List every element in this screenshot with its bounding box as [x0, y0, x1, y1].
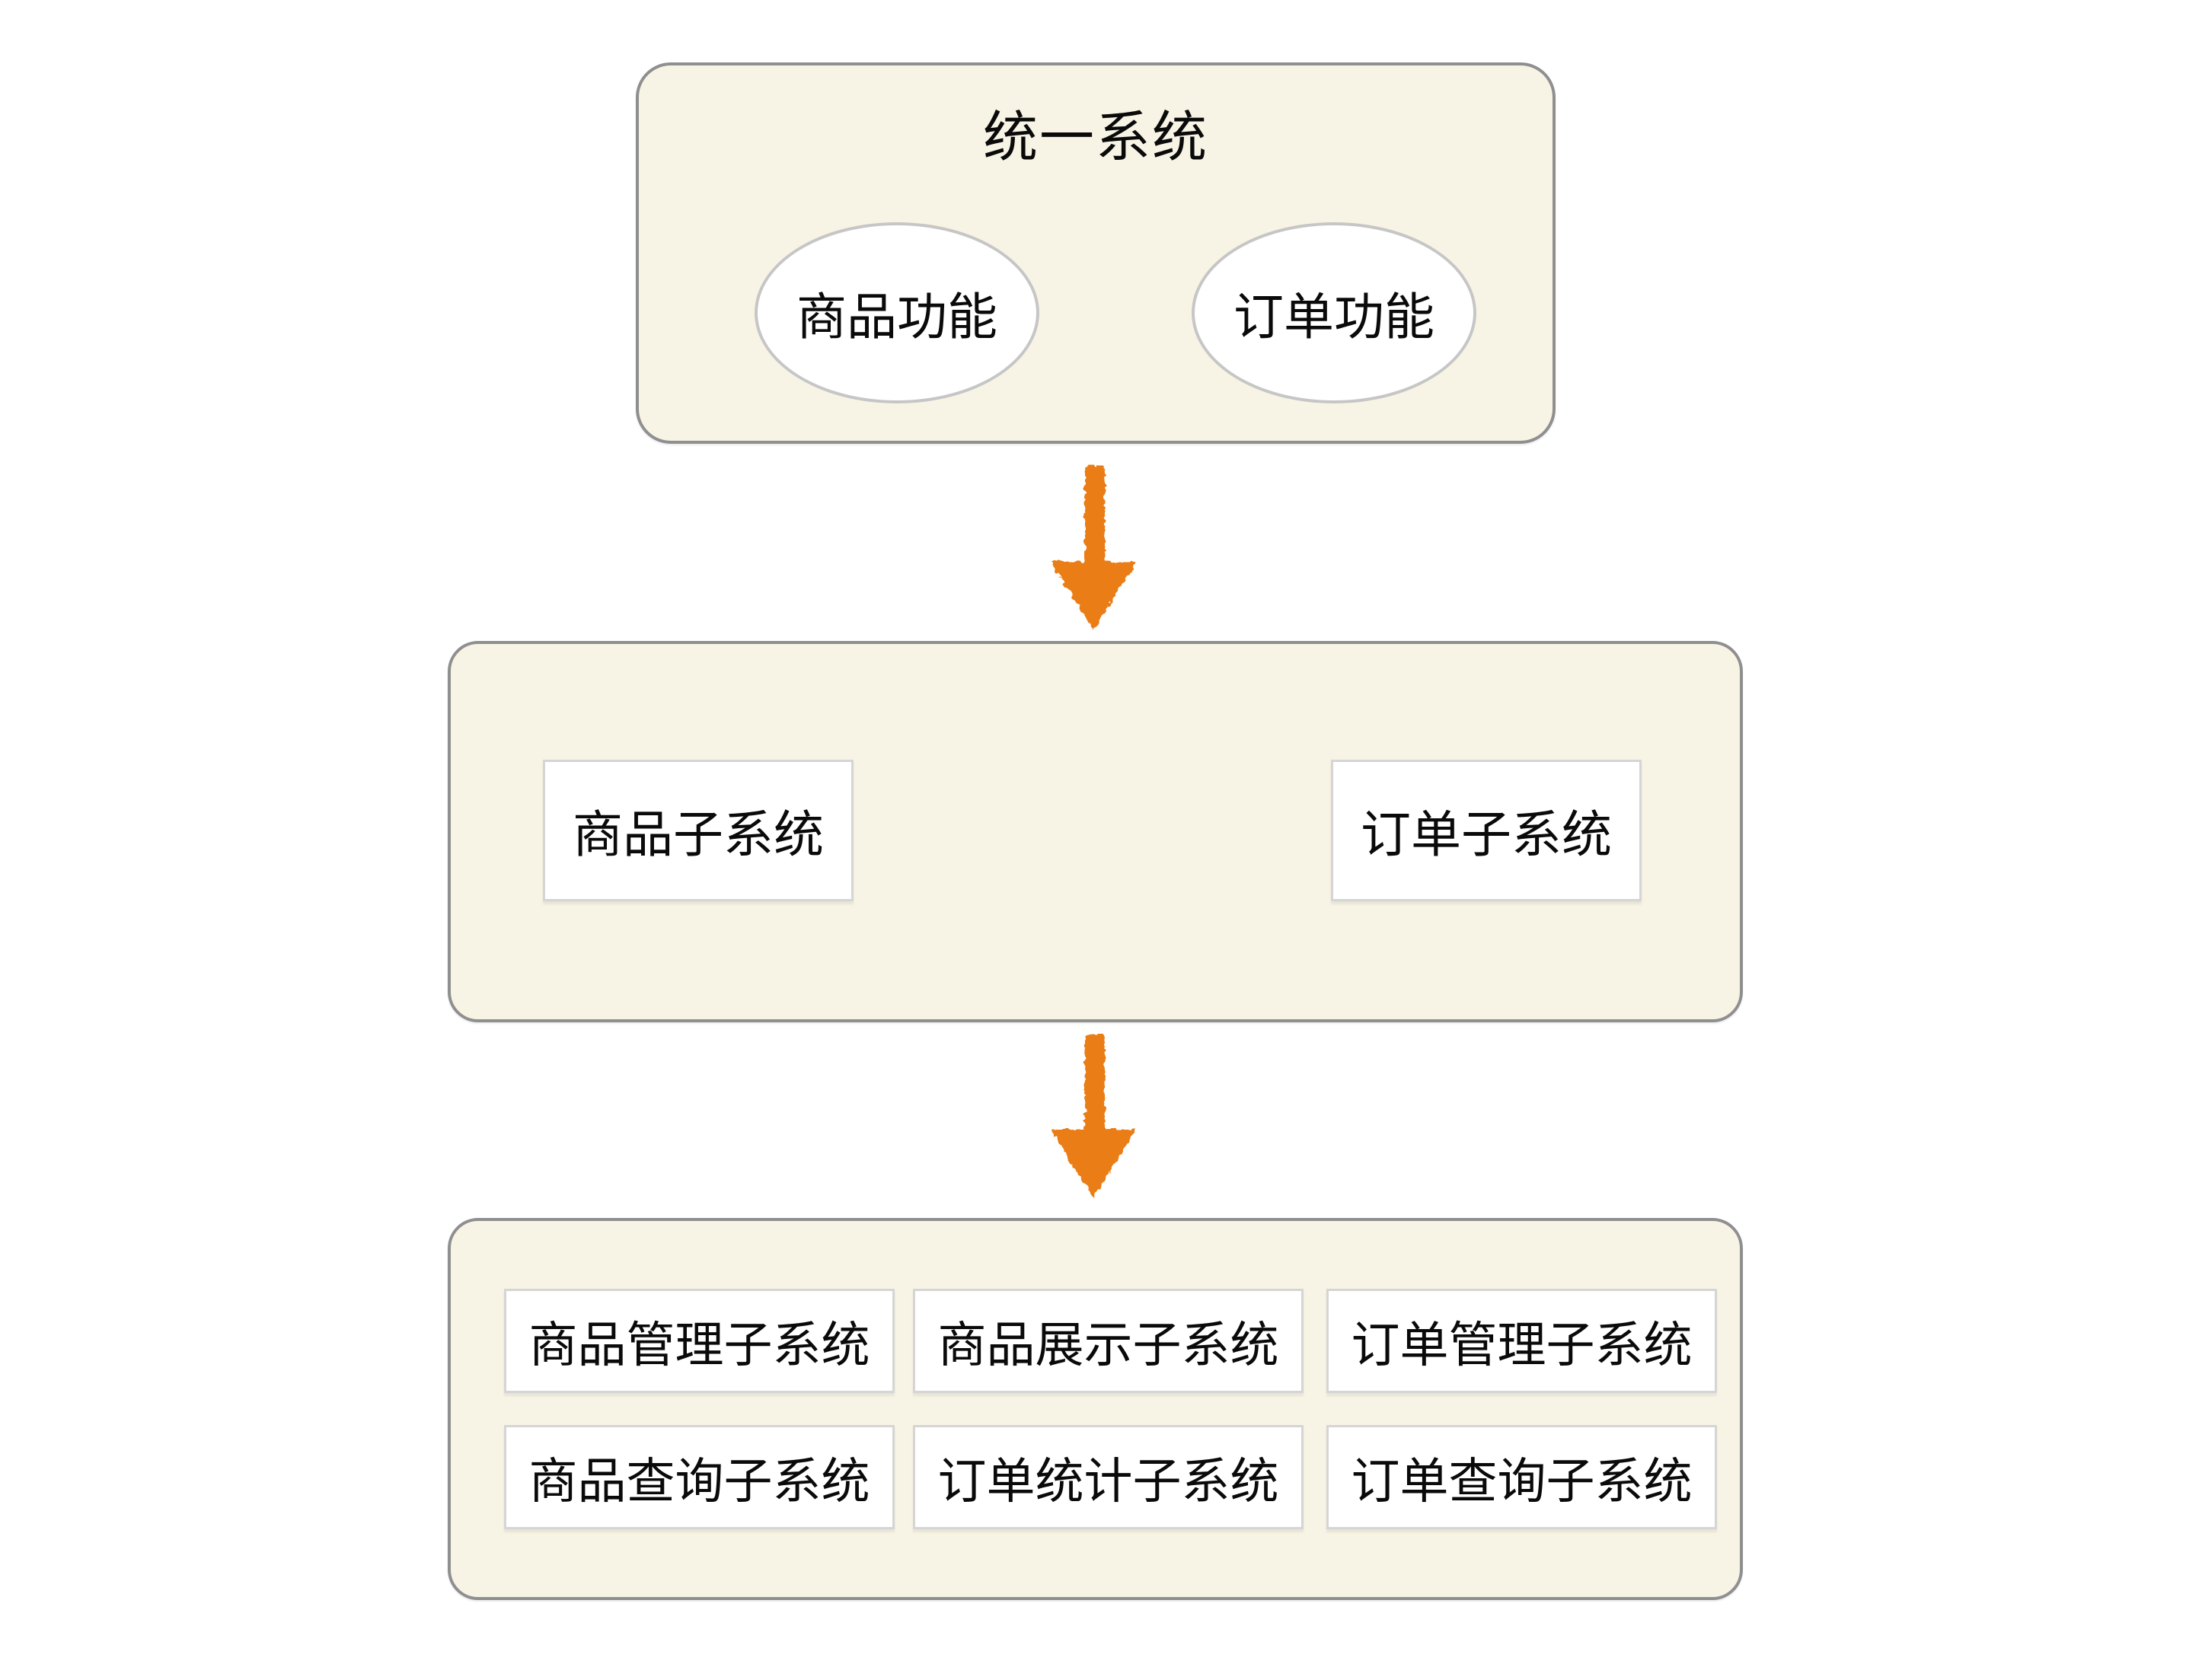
node-order-query-subsystem: 订单查询子系统: [1326, 1425, 1717, 1529]
subsystems-box: 商品子系统 订单子系统: [448, 641, 1743, 1022]
node-order-statistics-subsystem: 订单统计子系统: [913, 1425, 1304, 1529]
node-product-management-subsystem: 商品管理子系统: [504, 1289, 895, 1393]
node-product-query-subsystem: 商品查询子系统: [504, 1425, 895, 1529]
node-order-management-subsystem: 订单管理子系统: [1326, 1289, 1717, 1393]
node-product-subsystem-label: 商品子系统: [573, 806, 824, 862]
node-order-query-label: 订单查询子系统: [1351, 1453, 1693, 1509]
node-order-subsystem-label: 订单子系统: [1361, 806, 1612, 862]
node-order-management-label: 订单管理子系统: [1351, 1317, 1693, 1372]
node-product-management-label: 商品管理子系统: [528, 1317, 870, 1372]
flow-arrow-middle-to-bottom: [1048, 1031, 1139, 1201]
unified-system-box: 统一系统 商品功能 订单功能: [636, 62, 1556, 444]
node-product-function-label: 商品功能: [796, 289, 997, 345]
node-order-statistics-label: 订单统计子系统: [937, 1453, 1279, 1509]
flow-arrow-top-to-middle: [1048, 463, 1139, 633]
down-arrow-icon: [1051, 466, 1136, 630]
sub-subsystems-box: 商品管理子系统 商品展示子系统 订单管理子系统 商品查询子系统 订单统计子系统 …: [448, 1218, 1743, 1600]
node-product-display-subsystem: 商品展示子系统: [913, 1289, 1304, 1393]
node-product-function: 商品功能: [755, 222, 1039, 403]
node-order-subsystem: 订单子系统: [1331, 760, 1642, 901]
node-order-function-label: 订单功能: [1233, 289, 1434, 345]
unified-system-title: 统一系统: [982, 107, 1208, 168]
node-order-function: 订单功能: [1192, 222, 1476, 403]
node-product-display-label: 商品展示子系统: [937, 1317, 1279, 1372]
down-arrow-icon: [1051, 1034, 1136, 1198]
node-product-subsystem: 商品子系统: [543, 760, 854, 901]
node-product-query-label: 商品查询子系统: [528, 1453, 870, 1509]
